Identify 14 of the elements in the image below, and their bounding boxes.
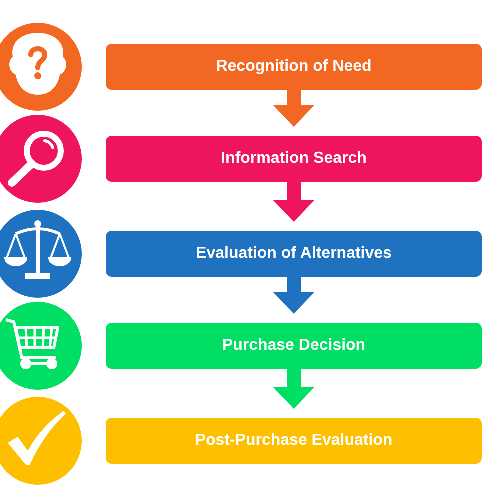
step-label: Evaluation of Alternatives [196, 244, 392, 264]
arrow [273, 369, 315, 409]
step-label: Post-Purchase Evaluation [195, 431, 393, 451]
step-label: Recognition of Need [216, 57, 372, 77]
step-label: Purchase Decision [222, 336, 366, 356]
arrow [273, 277, 315, 314]
process-box [106, 323, 482, 369]
arrow [273, 90, 315, 127]
process-box [106, 231, 482, 277]
process-box [106, 44, 482, 90]
process-box [106, 418, 482, 464]
step-label: Information Search [221, 149, 367, 169]
process-box [106, 136, 482, 182]
arrow [273, 182, 315, 222]
